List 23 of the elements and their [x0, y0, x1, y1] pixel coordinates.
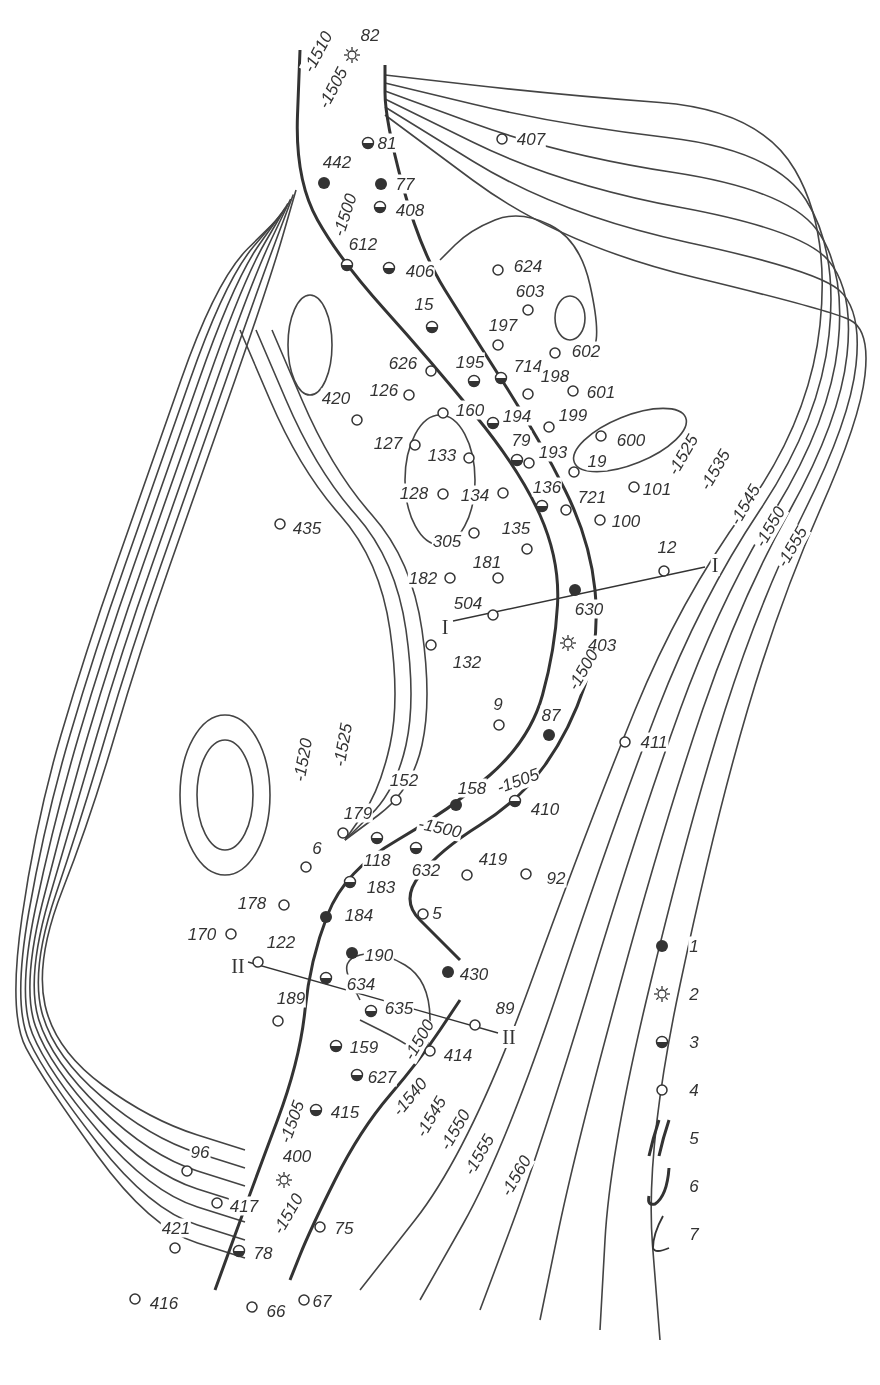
well-number: 179	[342, 803, 374, 823]
well-number: 189	[275, 988, 307, 1008]
contour-value: -1500	[415, 814, 465, 842]
well-number: 160	[454, 400, 486, 420]
well-number: 632	[410, 860, 442, 880]
well-number: 417	[228, 1196, 260, 1216]
well-number: 408	[394, 200, 426, 220]
well-number: 81	[376, 133, 398, 153]
well-number: 152	[388, 770, 420, 790]
well-number: 118	[362, 850, 392, 870]
well-number: 194	[501, 406, 533, 426]
well-number: 602	[570, 341, 602, 361]
well-number: 134	[459, 485, 491, 505]
well-number: 158	[456, 778, 488, 798]
well-number: 77	[394, 174, 416, 194]
well-number: 411	[639, 732, 669, 752]
well-number: 630	[573, 599, 605, 619]
well-number: 193	[537, 442, 569, 462]
section-mark: II	[501, 1026, 517, 1048]
well-number: 634	[345, 974, 377, 994]
well-number: 421	[160, 1218, 192, 1238]
well-number: 136	[531, 477, 563, 497]
well-number: 128	[398, 483, 430, 503]
